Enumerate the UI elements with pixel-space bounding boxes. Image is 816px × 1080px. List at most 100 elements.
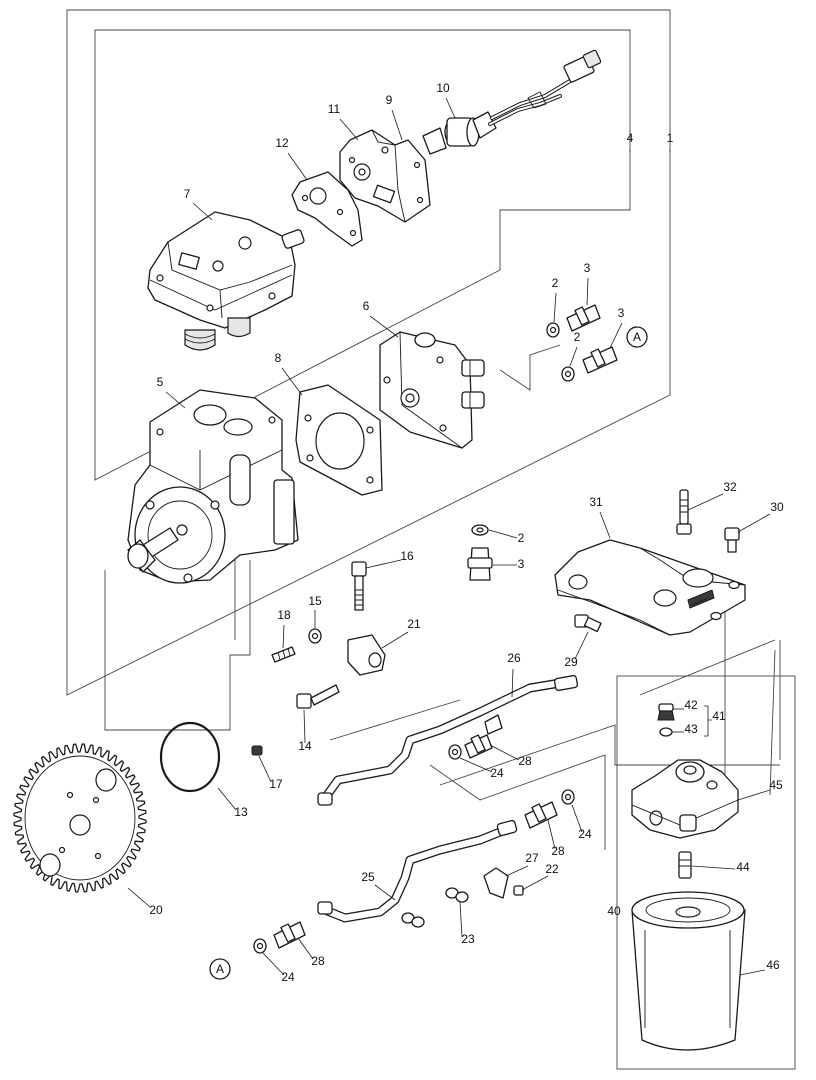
part-46-filter-cartridge	[631, 891, 746, 1051]
leader-c24b	[571, 804, 583, 833]
leader-lines	[127, 97, 771, 976]
leader-c14	[303, 709, 306, 744]
part-8-flange-gasket	[295, 384, 383, 496]
callout-c27: 27	[525, 851, 539, 865]
leader-c24c	[262, 952, 285, 976]
leader-c46	[739, 969, 766, 976]
part-44-nipple	[678, 851, 692, 879]
leader-c5	[165, 391, 186, 409]
leader-c6	[369, 315, 399, 338]
leader-c3b	[609, 322, 623, 349]
callout-c28c: 28	[311, 954, 325, 968]
leader-c45	[737, 789, 771, 801]
leader-c7	[192, 202, 213, 221]
callout-c16: 16	[400, 549, 414, 563]
leader-c8	[281, 367, 303, 396]
part-14-bolt	[296, 684, 340, 709]
callout-c3a: 3	[584, 261, 591, 275]
leader-c26	[511, 668, 514, 698]
part-26-fuel-pipe-upper	[317, 675, 579, 806]
callout-c25: 25	[361, 870, 375, 884]
callout-c2b: 2	[574, 330, 581, 344]
callout-c22: 22	[545, 862, 559, 876]
part-15-nut	[308, 628, 322, 644]
callout-c42: 42	[684, 698, 698, 712]
leader-c32	[687, 493, 724, 511]
part-7-pump-head	[147, 211, 305, 351]
callout-c30: 30	[770, 500, 784, 514]
callout-c2c: 2	[518, 531, 525, 545]
callout-c15: 15	[308, 594, 322, 608]
leader-c3a	[586, 277, 589, 306]
callout-c29: 29	[564, 655, 578, 669]
part-30-bolt	[724, 527, 740, 553]
part-10-solenoid-actuator	[422, 49, 602, 155]
part-16-bolt	[351, 561, 367, 611]
part-20-drive-gear	[13, 743, 147, 893]
leader-c21	[381, 631, 409, 649]
callout-c32: 32	[723, 480, 737, 494]
callout-c18: 18	[277, 608, 291, 622]
connector-a-bottom: A	[209, 958, 231, 980]
leader-c9	[391, 109, 403, 141]
callout-c28a: 28	[518, 754, 532, 768]
leader-c17	[258, 755, 272, 783]
part-43-washer	[659, 727, 673, 737]
callout-c3b: 3	[618, 306, 625, 320]
callout-c9: 9	[386, 93, 393, 107]
callout-c26: 26	[507, 651, 521, 665]
part-6-feed-pump-cover	[379, 331, 485, 449]
callout-c4: 4	[627, 131, 634, 145]
leader-c18	[282, 624, 285, 649]
leader-c22	[521, 875, 549, 891]
leader-c44	[691, 865, 736, 870]
part-42-vent-plug	[657, 703, 675, 721]
callout-c2a: 2	[552, 276, 559, 290]
part-9-11-adapter-housing	[339, 129, 431, 223]
filter-assembly-box	[616, 675, 796, 1070]
leader-c23	[459, 901, 463, 938]
leader-c2c	[488, 529, 518, 539]
callout-c45: 45	[769, 778, 783, 792]
callout-c10: 10	[436, 81, 450, 95]
callout-c20: 20	[149, 903, 163, 917]
callout-c28b: 28	[551, 844, 565, 858]
part-32-fitting	[676, 489, 692, 535]
callout-c40: 40	[607, 904, 621, 918]
fittings-upper-right	[546, 304, 618, 382]
leader-c30	[737, 513, 771, 533]
leader-c2b	[569, 346, 578, 367]
leader-c2a	[553, 292, 557, 323]
part-5-injection-pump-body	[127, 389, 299, 584]
part-17-nut	[251, 745, 263, 756]
part-18-stud	[271, 646, 296, 663]
callout-c24c: 24	[281, 970, 295, 984]
callout-c12: 12	[275, 136, 289, 150]
callout-numbers: 1410911127233268523161518211417132026242…	[149, 81, 784, 984]
callout-c24b: 24	[578, 827, 592, 841]
callout-c23: 23	[461, 932, 475, 946]
part-27-clamp	[483, 867, 524, 899]
callout-c13: 13	[234, 805, 248, 819]
leader-c11	[339, 118, 359, 141]
leader-c28c	[297, 937, 314, 960]
fittings-middle	[467, 524, 493, 581]
part-45-filter-head	[631, 759, 739, 839]
callout-c17: 17	[269, 777, 283, 791]
part-29-bolt	[574, 614, 602, 633]
callout-c6: 6	[363, 299, 370, 313]
part-21-bracket	[347, 634, 386, 676]
leader-c10	[445, 97, 456, 119]
leader-c16	[365, 559, 402, 569]
callout-c14: 14	[298, 739, 312, 753]
callout-c46: 46	[766, 958, 780, 972]
callout-c1: 1	[667, 131, 674, 145]
part-31-filter-bracket	[554, 539, 746, 636]
connector-a-top: A	[626, 326, 648, 348]
leader-c12	[287, 152, 308, 181]
leader-c27	[505, 865, 529, 877]
leader-c20	[127, 887, 151, 908]
connector-a-bottom-label: A	[216, 962, 224, 976]
leader-c28b	[547, 819, 556, 850]
